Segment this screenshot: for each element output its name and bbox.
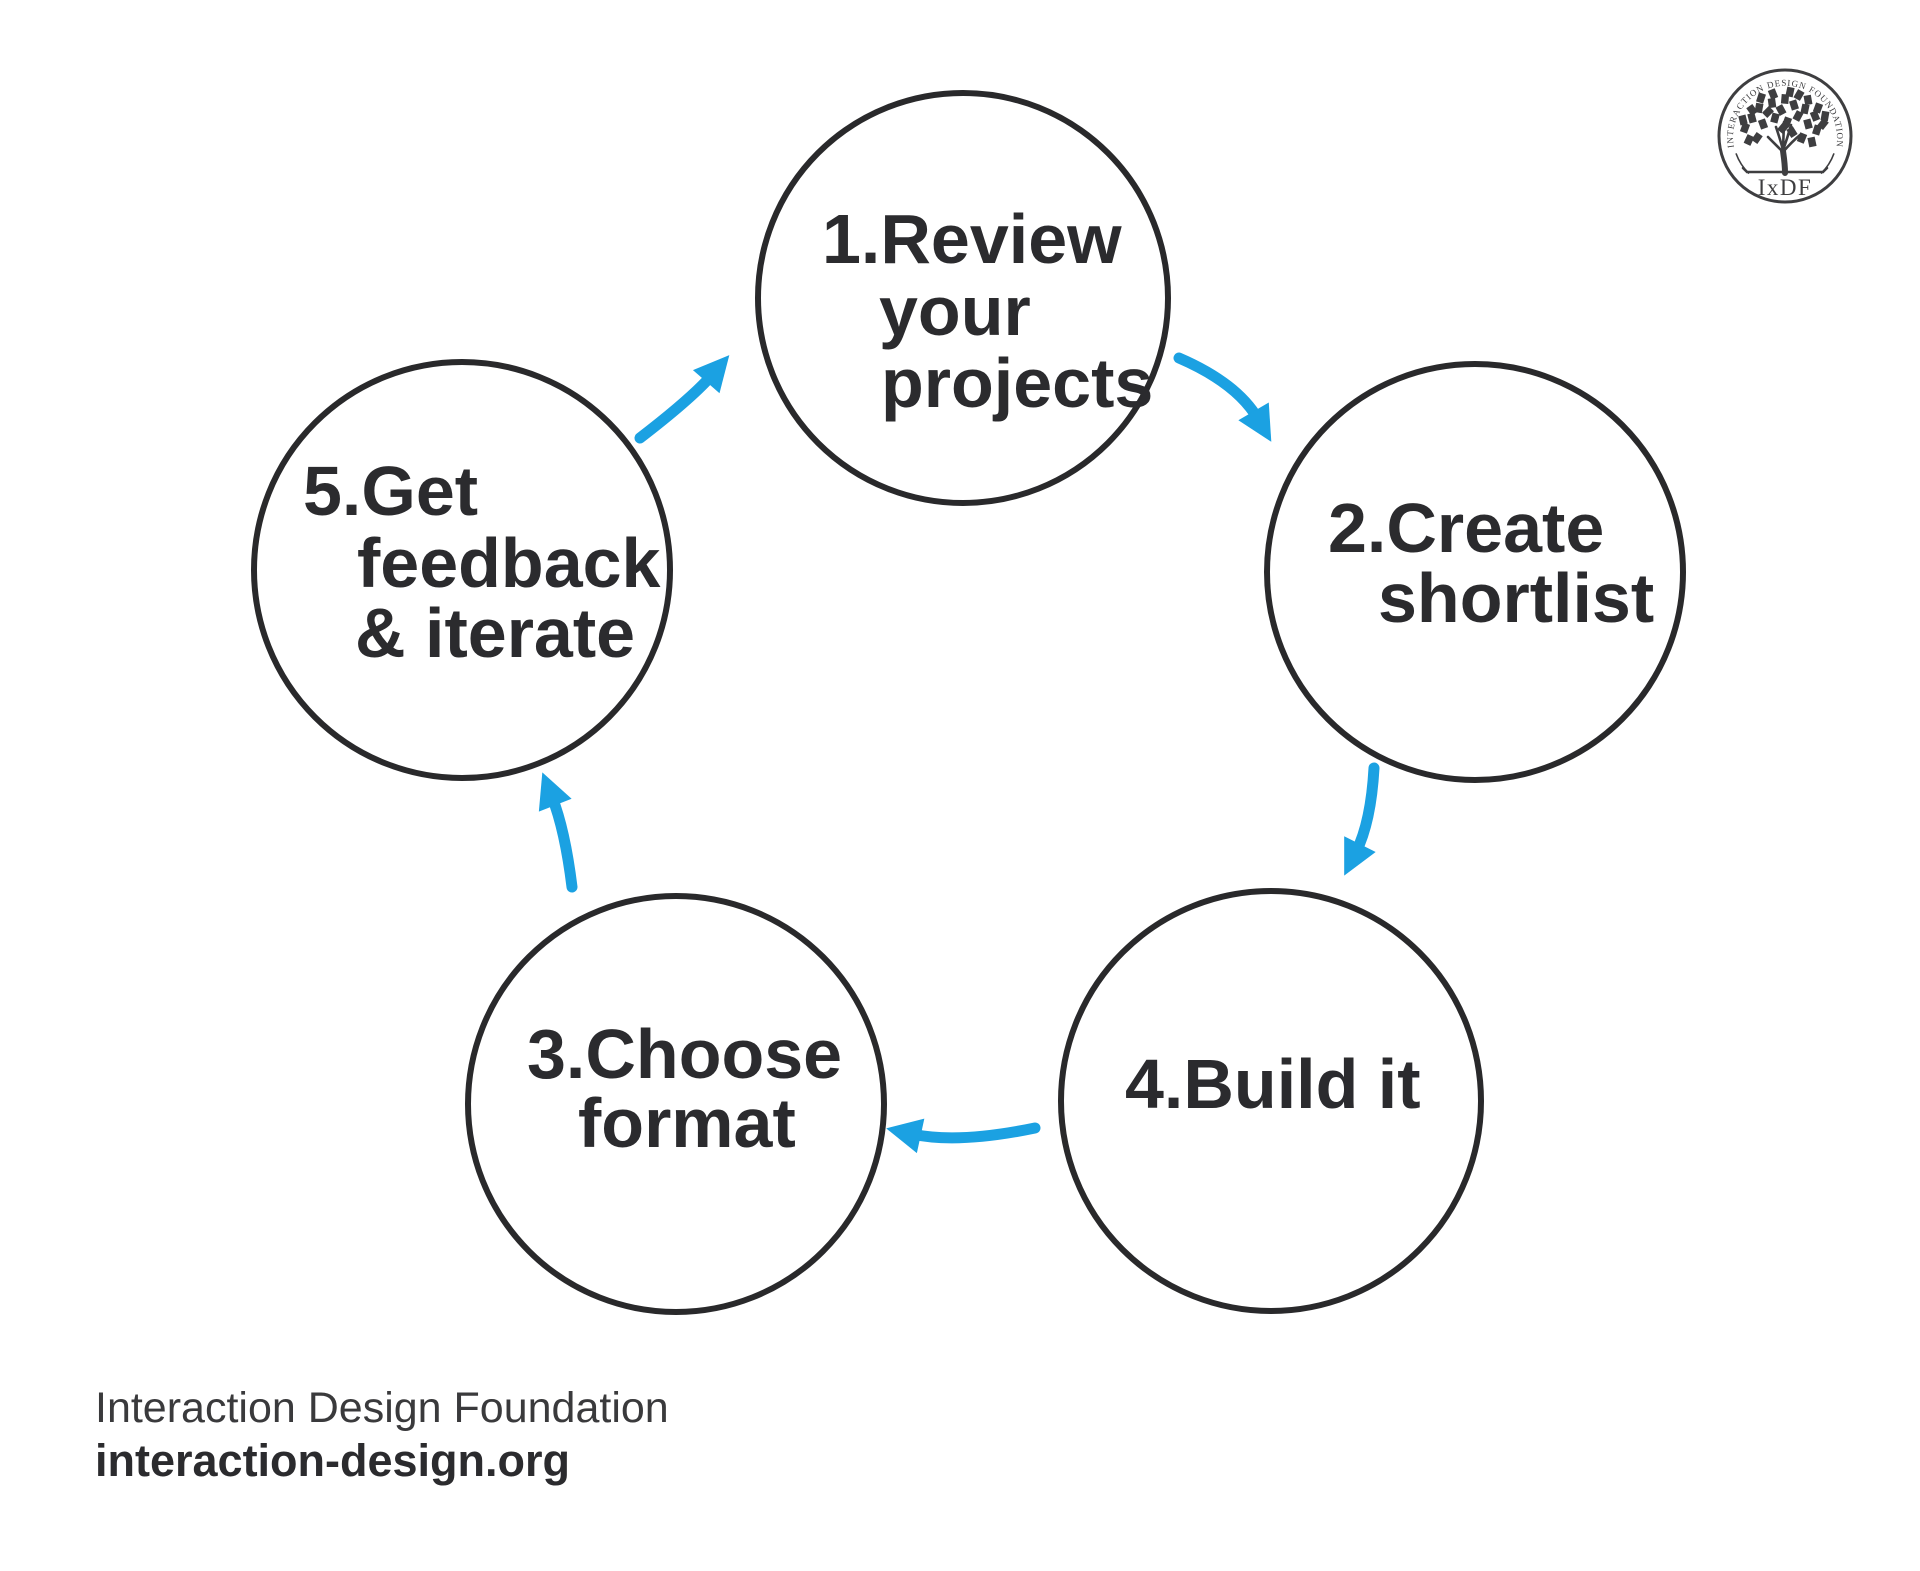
step-2-label-line-1: 2.Create xyxy=(1328,489,1604,567)
step-1-review-projects: 1.Review your projects xyxy=(755,90,1171,506)
arrow-step4-to-step3 xyxy=(886,1118,1041,1154)
step-3-choose-format: 3.Choose format xyxy=(465,893,887,1315)
step-1-label-line-3: projects xyxy=(881,344,1153,422)
cycle-arrows xyxy=(538,352,1380,1154)
step-5-label-line-1: 5.Get xyxy=(303,452,478,530)
arrow-step5-to-step1 xyxy=(634,355,730,444)
step-2-circle xyxy=(1264,361,1686,783)
arrow-step3-to-step5 xyxy=(538,772,578,893)
arrow-step1-to-step2 xyxy=(1173,352,1272,442)
step-4-circle xyxy=(1058,888,1484,1314)
step-1-circle xyxy=(755,90,1171,506)
step-4-build-it: 4.Build it xyxy=(1058,888,1484,1314)
logo-tree-icon xyxy=(1738,86,1830,176)
ixdf-logo: INTERACTION DESIGN FOUNDATION xyxy=(1717,68,1853,204)
step-5-label-line-3: & iterate xyxy=(355,594,635,672)
step-3-label-line-2: format xyxy=(578,1084,796,1162)
footer-org-name: Interaction Design Foundation xyxy=(95,1384,669,1432)
footer-attribution: Interaction Design Foundation interactio… xyxy=(95,1383,669,1487)
step-2-create-shortlist: 2.Create shortlist xyxy=(1264,361,1686,783)
step-3-label-line-1: 3.Choose xyxy=(527,1015,842,1093)
step-4-label-line-1: 4.Build it xyxy=(1125,1045,1421,1123)
step-1-label-line-1: 1.Review xyxy=(822,200,1122,278)
step-3-circle xyxy=(465,893,887,1315)
step-5-label-line-2: feedback xyxy=(357,524,661,602)
logo-abbr-text: IxDF xyxy=(1758,175,1813,200)
arrow-step2-to-step4 xyxy=(1344,762,1380,876)
step-2-label-line-2: shortlist xyxy=(1378,559,1654,637)
footer-website: interaction-design.org xyxy=(95,1434,571,1486)
step-5-get-feedback-iterate: 5.Get feedback & iterate xyxy=(251,359,673,781)
step-5-circle xyxy=(251,359,673,781)
step-1-label-line-2: your xyxy=(879,272,1031,350)
